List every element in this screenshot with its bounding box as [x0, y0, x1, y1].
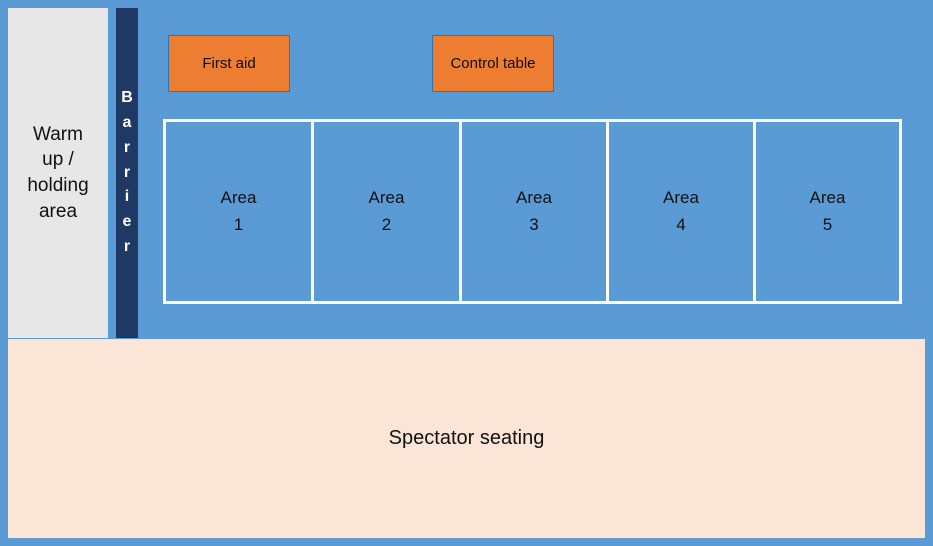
competition-area-5-label: Area 5: [809, 188, 846, 234]
barrier-label: B a r r i e r: [121, 89, 133, 255]
spectator-seating-area: Spectator seating: [8, 339, 925, 538]
competition-area-5: Area 5: [756, 122, 899, 301]
warm-up-holding-area: Warm up / holding area: [8, 8, 108, 338]
competition-area-3: Area 3: [462, 122, 609, 301]
competition-area-3-label: Area 3: [516, 188, 552, 234]
competition-area-2-label: Area 2: [368, 188, 405, 234]
competition-areas-grid: Area 1 Area 2 Area 3 Area 4 Area 5: [163, 119, 902, 304]
first-aid-label: First aid: [202, 55, 256, 72]
warm-up-holding-area-label: Warm up / holding area: [27, 123, 89, 222]
competition-area-1-label: Area 1: [220, 188, 257, 234]
competition-area-4: Area 4: [609, 122, 756, 301]
control-table-box: Control table: [432, 35, 554, 92]
competition-area-1: Area 1: [166, 122, 314, 301]
barrier-strip: B a r r i e r: [116, 8, 138, 338]
competition-area-2: Area 2: [314, 122, 462, 301]
spectator-seating-label: Spectator seating: [388, 427, 545, 449]
control-table-label: Control table: [450, 55, 536, 72]
competition-area-4-label: Area 4: [663, 188, 699, 234]
first-aid-box: First aid: [168, 35, 290, 92]
